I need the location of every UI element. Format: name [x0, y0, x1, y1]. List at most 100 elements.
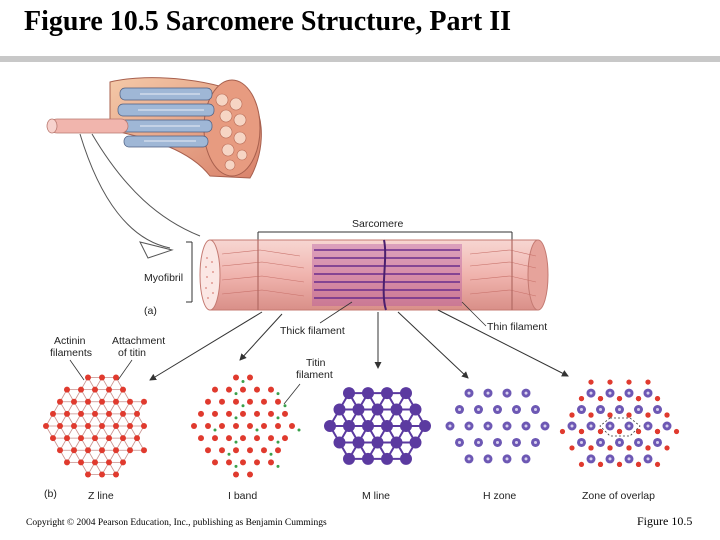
thin-filament-dot: [607, 412, 613, 418]
thin-filament-dot: [247, 398, 253, 405]
thin-filament-dot: [134, 410, 140, 417]
thin-filament-dot: [99, 398, 105, 405]
sarcomere-label: Sarcomere: [352, 218, 404, 230]
title-divider: [0, 56, 720, 62]
thick-filament-dot: [381, 420, 393, 432]
sarcomere-diagram: Sarcomere Myofibril (a) Thick fila: [43, 77, 680, 502]
thick-filament-dot: [333, 403, 346, 416]
thin-filament-dot: [92, 410, 98, 417]
thick-filament-core: [467, 391, 471, 395]
myofibril-cylinder: [199, 239, 549, 311]
thick-filament-dot: [409, 403, 422, 416]
thin-filament-dot: [233, 447, 239, 454]
thin-filament-dot: [120, 435, 126, 442]
titin-dot: [276, 392, 280, 396]
thin-filament-dot: [289, 423, 295, 429]
thick-filament-core: [486, 457, 490, 461]
thin-filament-dot: [645, 412, 651, 418]
thick-filament-core: [599, 440, 602, 444]
thin-filament-dot: [268, 435, 274, 442]
thin-filament-dot: [233, 374, 239, 381]
thick-filament-core: [524, 391, 528, 395]
thin-filament-dot: [219, 447, 225, 454]
thin-filament-dot: [99, 423, 105, 429]
thin-filament-dot: [212, 459, 218, 466]
cross-section-label-z-line: Z line: [88, 490, 114, 502]
thin-filament-dot: [626, 445, 632, 451]
thin-filament-dot: [212, 410, 218, 417]
thick-filament-dot: [371, 436, 384, 449]
thin-filament-dot: [99, 374, 105, 381]
thin-filament-dot: [597, 461, 604, 468]
thin-filament-dot: [247, 447, 253, 454]
thick-filament-core: [656, 440, 659, 444]
thin-filament-dot: [205, 447, 211, 454]
thin-filament-dot: [578, 461, 585, 468]
titin-dot: [255, 428, 259, 432]
thin-filament-dot: [240, 410, 246, 417]
thick-filament-core: [608, 391, 612, 395]
thin-filament-dot: [78, 386, 84, 393]
thin-filament-dot: [106, 386, 112, 393]
thin-filament-dot: [57, 423, 63, 429]
thin-filament-dot: [64, 435, 70, 442]
thick-filament-dot: [400, 452, 412, 465]
thick-filament-dot: [352, 403, 365, 416]
thin-filament-dot: [113, 374, 119, 381]
thin-filament-dot: [205, 423, 211, 429]
thin-filament-dot: [254, 386, 260, 393]
titin-dot: [234, 440, 238, 444]
thin-filament-dot: [92, 459, 98, 466]
thin-filament-dot: [597, 428, 604, 435]
thin-filament-dot: [261, 423, 267, 429]
thick-filament-core: [496, 408, 499, 412]
thin-filament-label: Thin filament: [487, 321, 547, 333]
muscle-fiber-bundle: [46, 77, 262, 179]
thin-filament-dot: [635, 428, 642, 435]
cross-section-arrows: [149, 309, 569, 381]
thin-filament-dot: [106, 435, 112, 442]
thin-filament-dot: [120, 410, 126, 417]
thick-filament-core: [608, 424, 612, 428]
thick-filament-core: [618, 440, 621, 444]
thin-filament-dot: [141, 398, 147, 405]
titin-dot: [241, 380, 245, 384]
thin-filament-dot: [127, 447, 133, 454]
thin-filament-dot: [282, 435, 288, 442]
thin-filament-dot: [616, 428, 623, 435]
thick-filament-dot: [381, 387, 393, 400]
thin-filament-dot: [106, 459, 112, 466]
i-band-cross-section: [191, 374, 301, 478]
thin-filament-dot: [219, 398, 225, 405]
thin-filament-dot: [664, 445, 670, 451]
thin-filament-dot: [113, 398, 119, 405]
thick-filament-core: [599, 408, 602, 412]
thick-filament-core: [570, 424, 574, 428]
thin-filament-dot: [78, 435, 84, 442]
thin-filament-dot: [254, 410, 260, 417]
thin-filament-dot: [268, 459, 274, 466]
thick-filament-core: [646, 457, 650, 461]
thin-filament-dot: [64, 459, 70, 466]
thick-filament-core: [477, 440, 480, 444]
thick-filament-dot: [343, 420, 355, 432]
thick-filament-dot: [381, 452, 393, 465]
thin-filament-dot: [141, 423, 147, 429]
thin-filament-dot: [645, 379, 651, 385]
thin-filament-dot: [626, 379, 632, 385]
thin-filament-dot: [261, 447, 267, 454]
titin-dot: [227, 452, 231, 456]
thin-filament-dot: [78, 410, 84, 417]
thick-filament-core: [589, 391, 593, 395]
figure-number: Figure 10.5: [637, 514, 693, 528]
thin-filament-dot: [226, 459, 232, 466]
thin-filament-dot: [106, 410, 112, 417]
thick-filament-core: [543, 424, 547, 428]
thin-filament-dot: [120, 459, 126, 466]
thin-filament-dot: [247, 423, 253, 429]
thin-filament-dot: [240, 459, 246, 466]
thick-filament-dot: [419, 420, 431, 432]
thin-filament-dot: [275, 398, 281, 405]
thick-filament-dot: [390, 436, 403, 449]
thin-filament-dot: [597, 395, 604, 402]
